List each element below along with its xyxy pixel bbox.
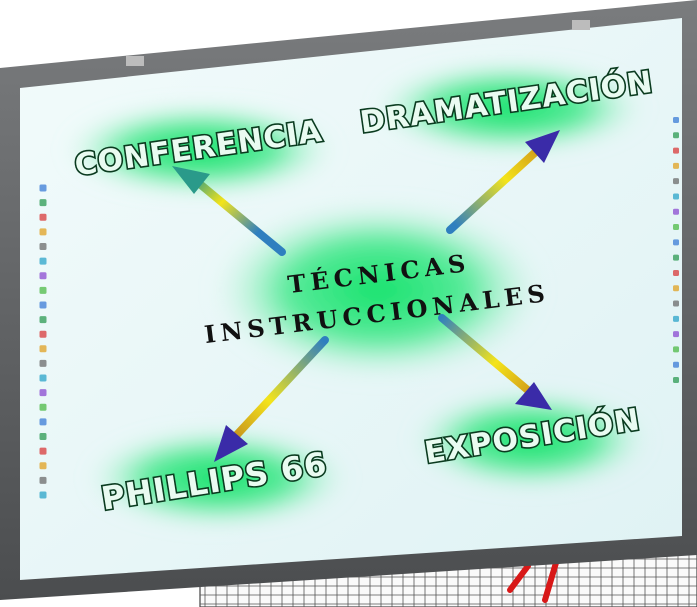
toolbar-tools-icon — [39, 447, 47, 455]
toolbar-tools-icon — [39, 418, 47, 426]
arrow-head-bottom-right — [515, 382, 552, 410]
toolbar-tools-icon — [39, 345, 47, 353]
toolbar-tools-icon — [673, 254, 679, 261]
toolbar-tools-icon — [39, 286, 47, 294]
arrows — [172, 130, 560, 462]
arrow-bottom-left — [214, 336, 329, 462]
toolbar-tools-icon — [673, 331, 679, 338]
bottom-left-glow — [88, 430, 348, 526]
toolbar-tools-icon — [673, 208, 679, 215]
toolbar-tools-icon — [39, 403, 47, 411]
toolbar-tools-icon — [673, 147, 679, 154]
toolbar-tools-icon — [39, 389, 47, 397]
right-toolbar — [673, 117, 679, 383]
toolbar-tools-icon — [39, 374, 47, 382]
toolbar-tools-icon — [673, 117, 679, 123]
arrow-top-right — [446, 130, 560, 234]
toolbar-tools-icon — [673, 224, 679, 231]
toolbar-tools-icon — [673, 132, 679, 139]
toolbar-tools-icon — [39, 359, 47, 367]
arrow-head-top-right — [525, 130, 560, 163]
toolbar-tools-icon — [673, 162, 679, 169]
bottom-right-glow — [412, 392, 648, 488]
toolbar-tools-icon — [673, 285, 679, 292]
frame-clip-left — [126, 56, 144, 66]
toolbar-tools-icon — [39, 330, 47, 338]
toolbar-tools-icon — [673, 239, 679, 246]
toolbar-tools-icon — [39, 433, 47, 441]
toolbar-tools-icon — [673, 178, 679, 185]
toolbar-tools-icon — [673, 193, 679, 200]
toolbar-tools-icon — [39, 228, 47, 236]
frame-clip-right — [572, 20, 590, 30]
top-right-glow — [375, 63, 645, 153]
toolbar-tools-icon — [39, 213, 47, 221]
toolbar-tools-icon — [39, 316, 47, 324]
toolbar-tools-icon — [39, 257, 47, 265]
toolbar-tools-icon — [39, 242, 47, 250]
toolbar-tools-icon — [39, 184, 47, 192]
toolbar-tools-icon — [39, 476, 47, 484]
toolbar-tools-icon — [39, 491, 47, 499]
left-toolbar — [39, 184, 47, 499]
toolbar-tools-icon — [39, 272, 47, 280]
arrow-head-bottom-left — [214, 425, 248, 462]
arrow-head-top-left — [172, 166, 210, 194]
toolbar-tools-icon — [39, 462, 47, 470]
toolbar-tools-icon — [673, 346, 679, 353]
top-left-glow — [65, 105, 335, 195]
toolbar-tools-icon — [673, 361, 679, 368]
toolbar-tools-icon — [39, 199, 47, 207]
toolbar-tools-icon — [673, 377, 679, 383]
toolbar-tools-icon — [673, 315, 679, 322]
toolbar-tools-icon — [673, 269, 679, 276]
arrow-bottom-right — [438, 314, 552, 410]
toolbar-tools-icon — [39, 301, 47, 309]
arrow-top-left — [172, 166, 286, 256]
toolbar-tools-icon — [673, 300, 679, 307]
